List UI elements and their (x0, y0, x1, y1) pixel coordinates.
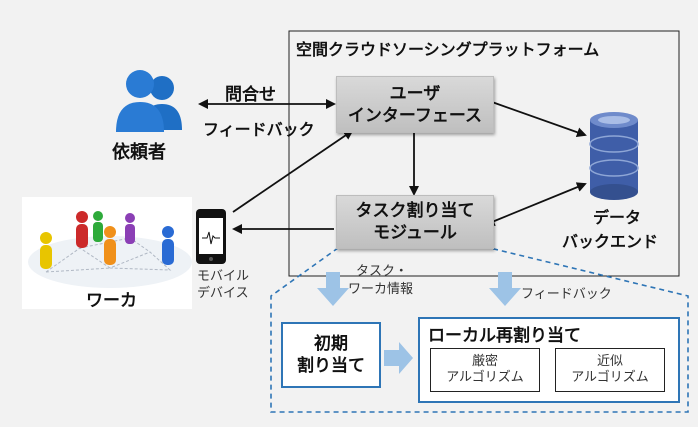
initial-line2: 割り当て (297, 356, 365, 376)
inquiry-label: 問合せ (225, 85, 276, 105)
initial-line1: 初期 (314, 334, 348, 354)
user-interface-box: ユーザ インターフェース (336, 76, 494, 133)
exact-algorithm-box: 厳密 アルゴリズム (430, 348, 540, 392)
task-info-line2: ワーカ情報 (348, 282, 414, 297)
feedback-label-bottom: フィードバック (521, 287, 612, 302)
ui-to-db-arrow (491, 101, 587, 138)
task-info-down-arrow (317, 272, 349, 306)
task-module-line2: モジュール (373, 223, 457, 243)
task-info-line1: タスク・ (356, 264, 408, 279)
approx-algorithm-box: 近似 アルゴリズム (555, 348, 665, 392)
task-info-label: タスク・ ワーカ情報 (348, 263, 413, 299)
approx-line2: アルゴリズム (571, 370, 649, 385)
feedback-label-top: フィードバック (203, 120, 315, 139)
mobile-label-line2: デバイス (197, 286, 249, 301)
task-db-arrow (484, 182, 587, 226)
feedback-down-arrow (489, 272, 521, 306)
task-module-line1: タスク割り当て (355, 201, 475, 221)
mobile-label-line1: モバイル (197, 269, 250, 284)
users-icon (116, 70, 182, 132)
database-label: データ バックエンド (562, 206, 662, 254)
database-label-line2: バックエンド (561, 232, 658, 251)
user-interface-line2: インターフェース (347, 105, 483, 126)
mobile-device-label: モバイル デバイス (197, 268, 249, 302)
to-local-arrow (384, 342, 413, 374)
exact-line2: アルゴリズム (446, 370, 524, 385)
database-icon (589, 112, 639, 200)
detail-dashed-outline (270, 247, 689, 413)
user-interface-line1: ユーザ (389, 83, 441, 104)
mobile-to-ui-arrow (232, 129, 354, 213)
approx-line1: 近似 (596, 354, 623, 369)
initial-assignment-box: 初期 割り当て (281, 322, 381, 388)
database-label-line1: データ (592, 208, 641, 227)
worker-label: ワーカ (86, 291, 137, 311)
exact-line1: 厳密 (471, 354, 498, 369)
task-assignment-module-box: タスク割り当て モジュール (336, 195, 494, 249)
local-reassignment-title: ローカル再割り当て (428, 326, 581, 346)
smartphone-icon (196, 209, 226, 264)
local-reassignment-box: ローカル再割り当て 厳密 アルゴリズム 近似 アルゴリズム (418, 317, 680, 403)
platform-title: 空間クラウドソーシングプラットフォーム (296, 40, 600, 59)
worker-network-illustration (28, 211, 192, 288)
requester-label: 依頼者 (112, 142, 166, 163)
